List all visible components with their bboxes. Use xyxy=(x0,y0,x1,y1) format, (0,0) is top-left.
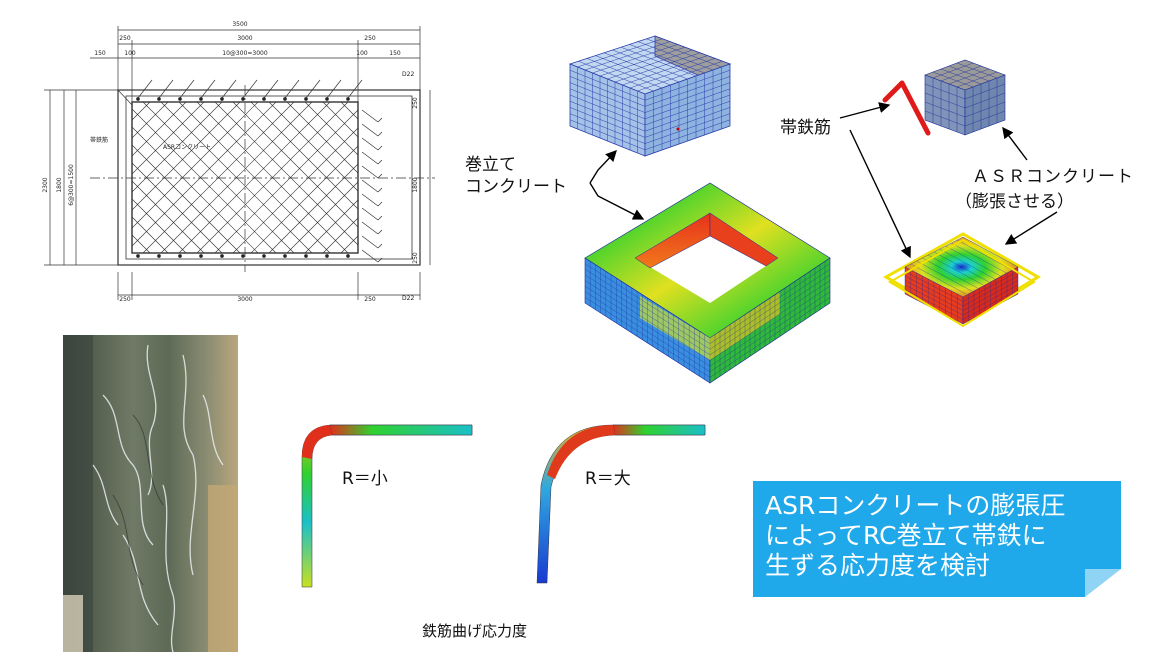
dim-150-right: 150 xyxy=(389,50,401,57)
dim-left-pitch: 6@300=1500 xyxy=(68,164,75,206)
bend-stress-caption: 鉄筋曲げ応力度 xyxy=(422,622,528,640)
asr-expanded-model xyxy=(883,232,1041,328)
page-curl xyxy=(1085,569,1121,597)
drawing-hoop-label: 帯鉄筋 xyxy=(90,136,108,144)
bar-label-top: D22 xyxy=(402,71,414,78)
callout-line-2: によってRC巻立て帯鉄に xyxy=(765,521,1047,550)
label-asr-concrete: ＡＳＲコンクリート xyxy=(972,167,1134,187)
label-asr-expand: （膨張させる） xyxy=(955,192,1074,212)
dim-100-left: 100 xyxy=(124,50,136,57)
dim-bottom-right: 250 xyxy=(364,296,376,303)
arrow-to-red-hoop xyxy=(839,102,891,119)
mesh-cube-model xyxy=(568,35,732,157)
callout-line-1: ASRコンクリートの膨張圧 xyxy=(765,491,1066,520)
dim-left-mid: 1800 xyxy=(56,177,63,192)
dim-pitch: 10@300=3000 xyxy=(222,50,268,57)
dim-top-right: 250 xyxy=(364,35,376,42)
dim-left-total: 2300 xyxy=(42,177,49,192)
dim-right-mid: 1800 xyxy=(412,177,419,192)
label-jacket-line1: 巻立て xyxy=(465,155,516,175)
arrow-to-asr-block xyxy=(1002,126,1028,161)
cracked-column-photo xyxy=(63,335,238,652)
dim-100-right: 100 xyxy=(356,50,368,57)
jacket-stress-model xyxy=(584,182,831,384)
arrow-to-jacket-ring xyxy=(589,182,645,220)
cross-section-drawing: 3500 250 3000 250 150 100 10@300=3000 10… xyxy=(42,21,435,303)
asr-block-model xyxy=(882,59,1006,136)
dim-150-left: 150 xyxy=(94,50,106,57)
dim-bottom-mid: 3000 xyxy=(237,296,252,303)
bar-label-bottom: D22 xyxy=(402,295,414,302)
arrow-to-asr-expanded xyxy=(1004,211,1058,245)
arrow-to-yellow-hoop xyxy=(849,129,911,259)
bent-bar-large-radius xyxy=(536,424,706,584)
dim-right-bottom: 250 xyxy=(412,252,419,264)
dim-total-width: 3500 xyxy=(232,21,247,28)
callout-line-3: 生ずる応力度を検討 xyxy=(765,551,991,580)
label-jacket-line2: コンクリート xyxy=(465,177,567,197)
dim-top-mid: 3000 xyxy=(237,35,252,42)
drawing-asr-label: ASRコンクリート xyxy=(163,144,211,151)
dim-right-top: 250 xyxy=(412,97,419,109)
bent-bar-small-radius xyxy=(301,424,473,588)
arrow-to-mesh-cube xyxy=(589,149,617,184)
summary-callout: ASRコンクリートの膨張圧 によってRC巻立て帯鉄に 生ずる応力度を検討 xyxy=(753,481,1121,597)
mesh-point-marker xyxy=(676,127,680,131)
label-hoop-bar: 帯鉄筋 xyxy=(780,118,831,138)
dim-top-left: 250 xyxy=(119,35,131,42)
dim-bottom-left: 250 xyxy=(119,296,131,303)
hoop-bar-red xyxy=(882,80,931,136)
label-r-large: R＝大 xyxy=(585,469,631,489)
label-r-small: R＝小 xyxy=(342,469,388,489)
